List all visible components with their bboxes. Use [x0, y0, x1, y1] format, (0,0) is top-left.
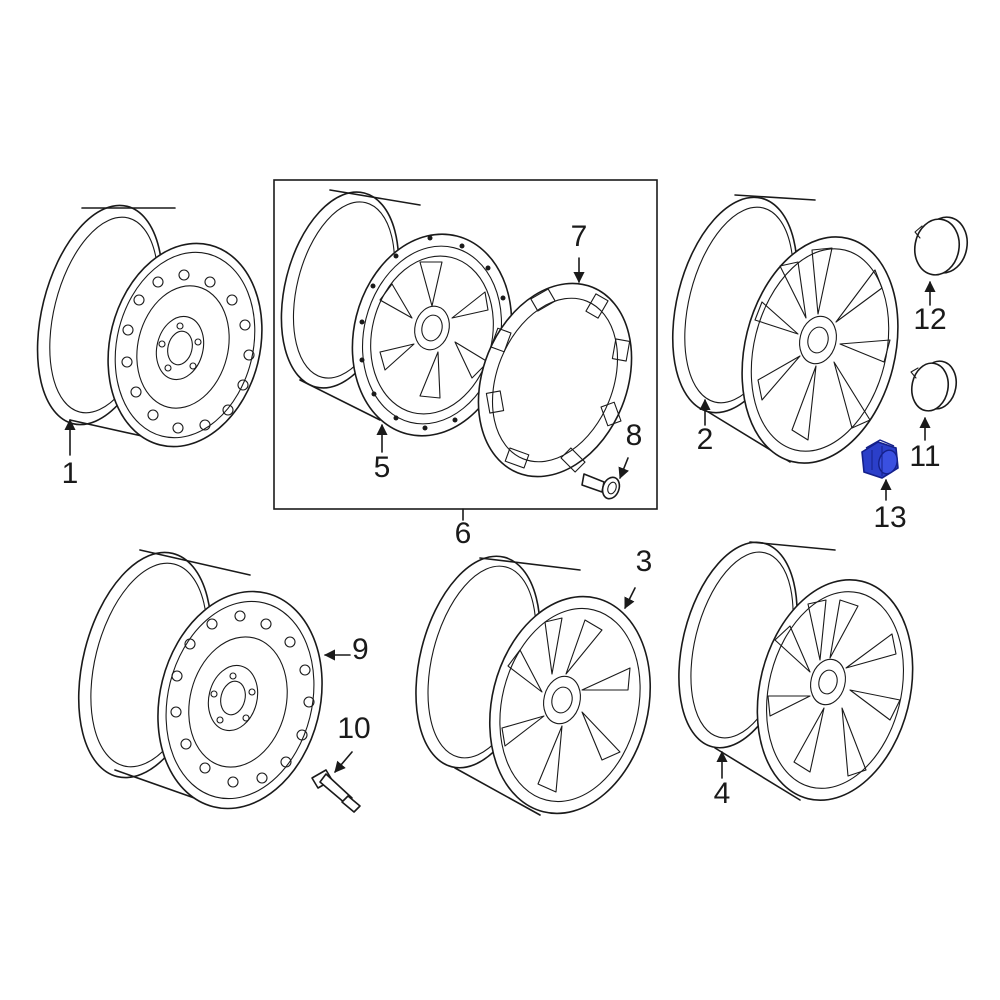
callout-4: 4: [714, 777, 731, 810]
callout-10: 10: [337, 712, 370, 745]
alloy-wheel-part-3[interactable]: [396, 543, 673, 830]
alloy-wheel-part-4[interactable]: [659, 530, 935, 817]
lug-nut-part-13[interactable]: [861, 439, 900, 479]
steel-wheel-part-1[interactable]: [17, 192, 283, 463]
valve-stem-part-10[interactable]: [311, 769, 361, 813]
callout-9: 9: [352, 633, 369, 666]
callout-6: 6: [455, 517, 472, 550]
callout-5: 5: [374, 451, 391, 484]
center-cap-part-12[interactable]: [910, 214, 971, 279]
callout-12: 12: [913, 303, 946, 336]
callout-1: 1: [62, 457, 79, 490]
callout-3: 3: [636, 545, 653, 578]
callout-11: 11: [909, 440, 940, 473]
callout-8: 8: [626, 419, 643, 452]
beadlock-ring-part-7[interactable]: [451, 260, 659, 499]
bolt-part-8[interactable]: [581, 473, 622, 501]
callout-13: 13: [873, 501, 906, 534]
callout-2: 2: [697, 423, 714, 456]
steel-wheel-part-9[interactable]: [57, 538, 344, 826]
center-cap-part-11[interactable]: [908, 358, 960, 414]
beadlock-wheel-part-5[interactable]: [262, 180, 532, 453]
alloy-wheel-part-2[interactable]: [652, 184, 920, 479]
callout-7: 7: [571, 220, 588, 253]
assembly-group-box: [273, 179, 658, 510]
